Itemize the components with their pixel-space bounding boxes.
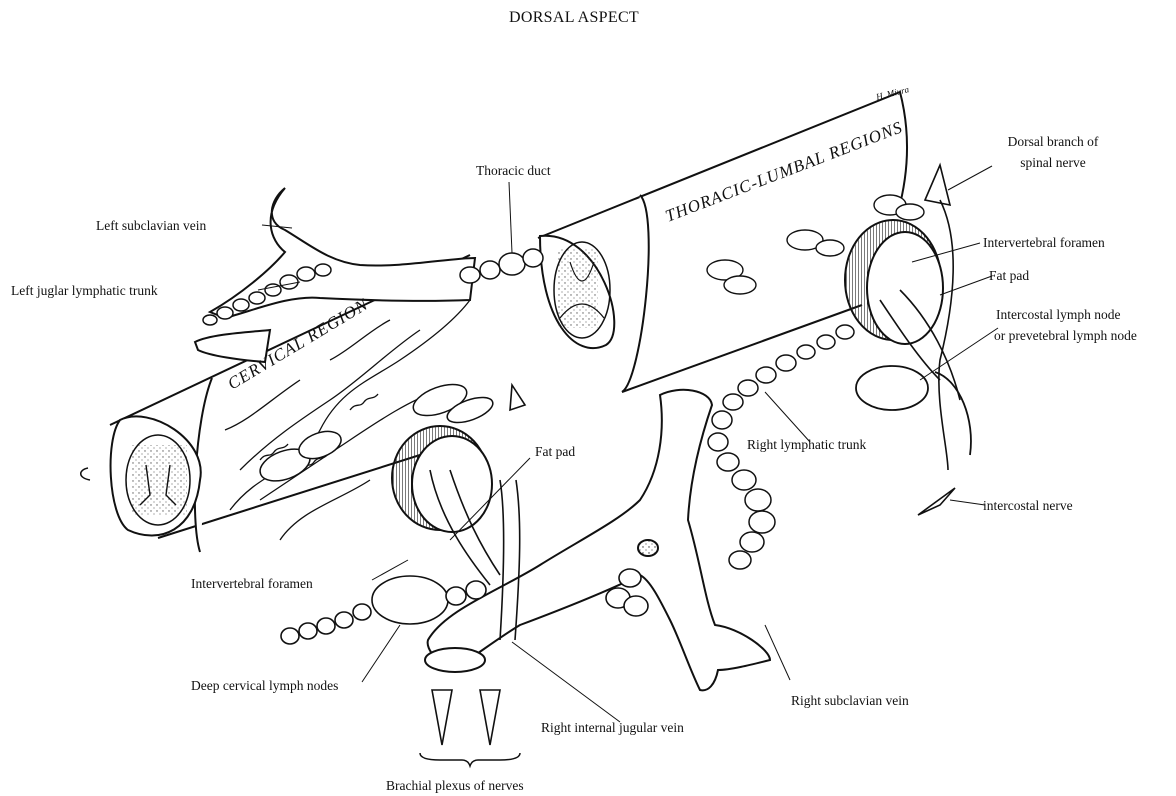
- label-intervertebral-foramen-left: Intervertebral foramen: [191, 575, 313, 592]
- label-dorsal-branch-line2: spinal nerve: [988, 154, 1118, 171]
- label-fat-pad-right: Fat pad: [989, 267, 1029, 284]
- label-intercostal-lymph-node-line1: Intercostal lymph node: [996, 306, 1137, 323]
- brachial-plexus-brace: [420, 753, 520, 766]
- label-dorsal-branch-line1: Dorsal branch of: [988, 133, 1118, 150]
- label-deep-cervical-lymph-nodes: Deep cervical lymph nodes: [191, 677, 338, 694]
- label-brachial-plexus: Brachial plexus of nerves: [386, 777, 524, 794]
- label-right-internal-jugular-vein: Right internal jugular vein: [541, 719, 684, 736]
- label-dorsal-branch: Dorsal branch of spinal nerve: [988, 133, 1118, 171]
- label-intercostal-lymph-node-line2: or prevetebral lymph node: [994, 327, 1137, 344]
- label-intervertebral-foramen-right: Intervertebral foramen: [983, 234, 1105, 251]
- label-thoracic-duct: Thoracic duct: [476, 162, 551, 179]
- label-left-juglar-lymphatic-trunk: Left juglar lymphatic trunk: [11, 282, 158, 299]
- thoracic-lumbal-region-label: THORACIC-LUMBAL REGIONS: [663, 117, 906, 225]
- artist-signature: H. Miura: [874, 84, 910, 102]
- label-fat-pad-left: Fat pad: [535, 443, 575, 460]
- label-right-lymphatic-trunk: Right lymphatic trunk: [747, 436, 866, 453]
- label-right-subclavian-vein: Right subclavian vein: [791, 692, 909, 709]
- figure-title: DORSAL ASPECT: [509, 9, 639, 26]
- cervical-intervertebral-disc: [392, 426, 492, 532]
- label-left-subclavian-vein: Left subclavian vein: [96, 217, 206, 234]
- label-intercostal-nerve: intercostal nerve: [983, 497, 1073, 514]
- label-intercostal-lymph-node: Intercostal lymph node or prevetebral ly…: [996, 306, 1137, 344]
